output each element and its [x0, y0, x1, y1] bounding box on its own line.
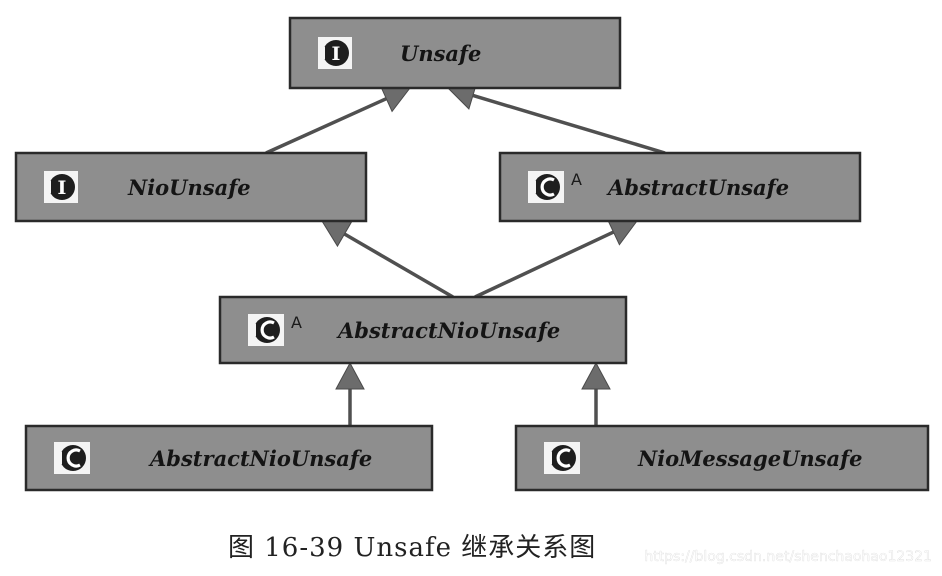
- class-box: [288, 16, 622, 90]
- edge-line: [265, 97, 388, 155]
- class-icon: [54, 442, 90, 474]
- inheritance-edges: [265, 81, 666, 426]
- svg-text:I: I: [332, 43, 341, 65]
- class-name-label: AbstractNioUnsafe: [336, 318, 560, 343]
- class-node-unsafe: I Unsafe: [288, 16, 622, 90]
- generalization-arrowhead: [335, 361, 365, 390]
- class-name-label: Unsafe: [400, 41, 481, 66]
- class-box: [218, 295, 628, 365]
- inheritance-edge-nio-message-unsafe-to-abstract-nio-unsafe: [581, 361, 611, 426]
- edge-line: [474, 230, 615, 299]
- edge-line: [343, 232, 454, 299]
- inheritance-edge-abstract-nio-unsafe-to-abstract-unsafe: [474, 218, 638, 299]
- svg-text:I: I: [58, 177, 67, 199]
- class-node-abstract-unsafe: A AbstractUnsafe: [498, 151, 862, 223]
- class-name-label: NioUnsafe: [127, 175, 251, 200]
- figure-caption: 图 16-39 Unsafe 继承关系图: [228, 533, 596, 563]
- abstract-class-icon: [528, 171, 564, 203]
- inheritance-edge-nio-unsafe-to-unsafe: [265, 85, 411, 155]
- class-node-abstract-nio-unsafe: A AbstractNioUnsafe: [218, 295, 628, 365]
- inheritance-edge-abstract-nio-unsafe-to-nio-unsafe: [321, 220, 454, 299]
- inheritance-edge-abstract-nio-unsafe-impl-to-abstract-nio-unsafe: [335, 361, 365, 426]
- generalization-arrowhead: [581, 361, 611, 390]
- interface-icon: I: [44, 171, 78, 203]
- class-box: [514, 424, 930, 492]
- class-node-nio-unsafe: I NioUnsafe: [14, 151, 368, 223]
- class-name-label: AbstractUnsafe: [606, 175, 789, 200]
- class-box: [24, 424, 434, 492]
- abstract-class-icon: [248, 314, 284, 346]
- interface-icon: I: [318, 37, 352, 69]
- inheritance-edge-abstract-unsafe-to-unsafe: [446, 81, 666, 155]
- class-node-nio-message-unsafe: NioMessageUnsafe: [514, 424, 930, 492]
- class-node-abstract-nio-unsafe-impl: AbstractNioUnsafe: [24, 424, 434, 492]
- abstract-modifier-mark: A: [291, 313, 302, 332]
- source-watermark: https://blog.csdn.net/shenchaohao12321: [644, 549, 932, 565]
- abstract-modifier-mark: A: [571, 170, 582, 189]
- edge-line: [472, 93, 666, 155]
- class-name-label: AbstractNioUnsafe: [148, 446, 372, 471]
- class-name-label: NioMessageUnsafe: [637, 446, 863, 471]
- class-icon: [544, 442, 580, 474]
